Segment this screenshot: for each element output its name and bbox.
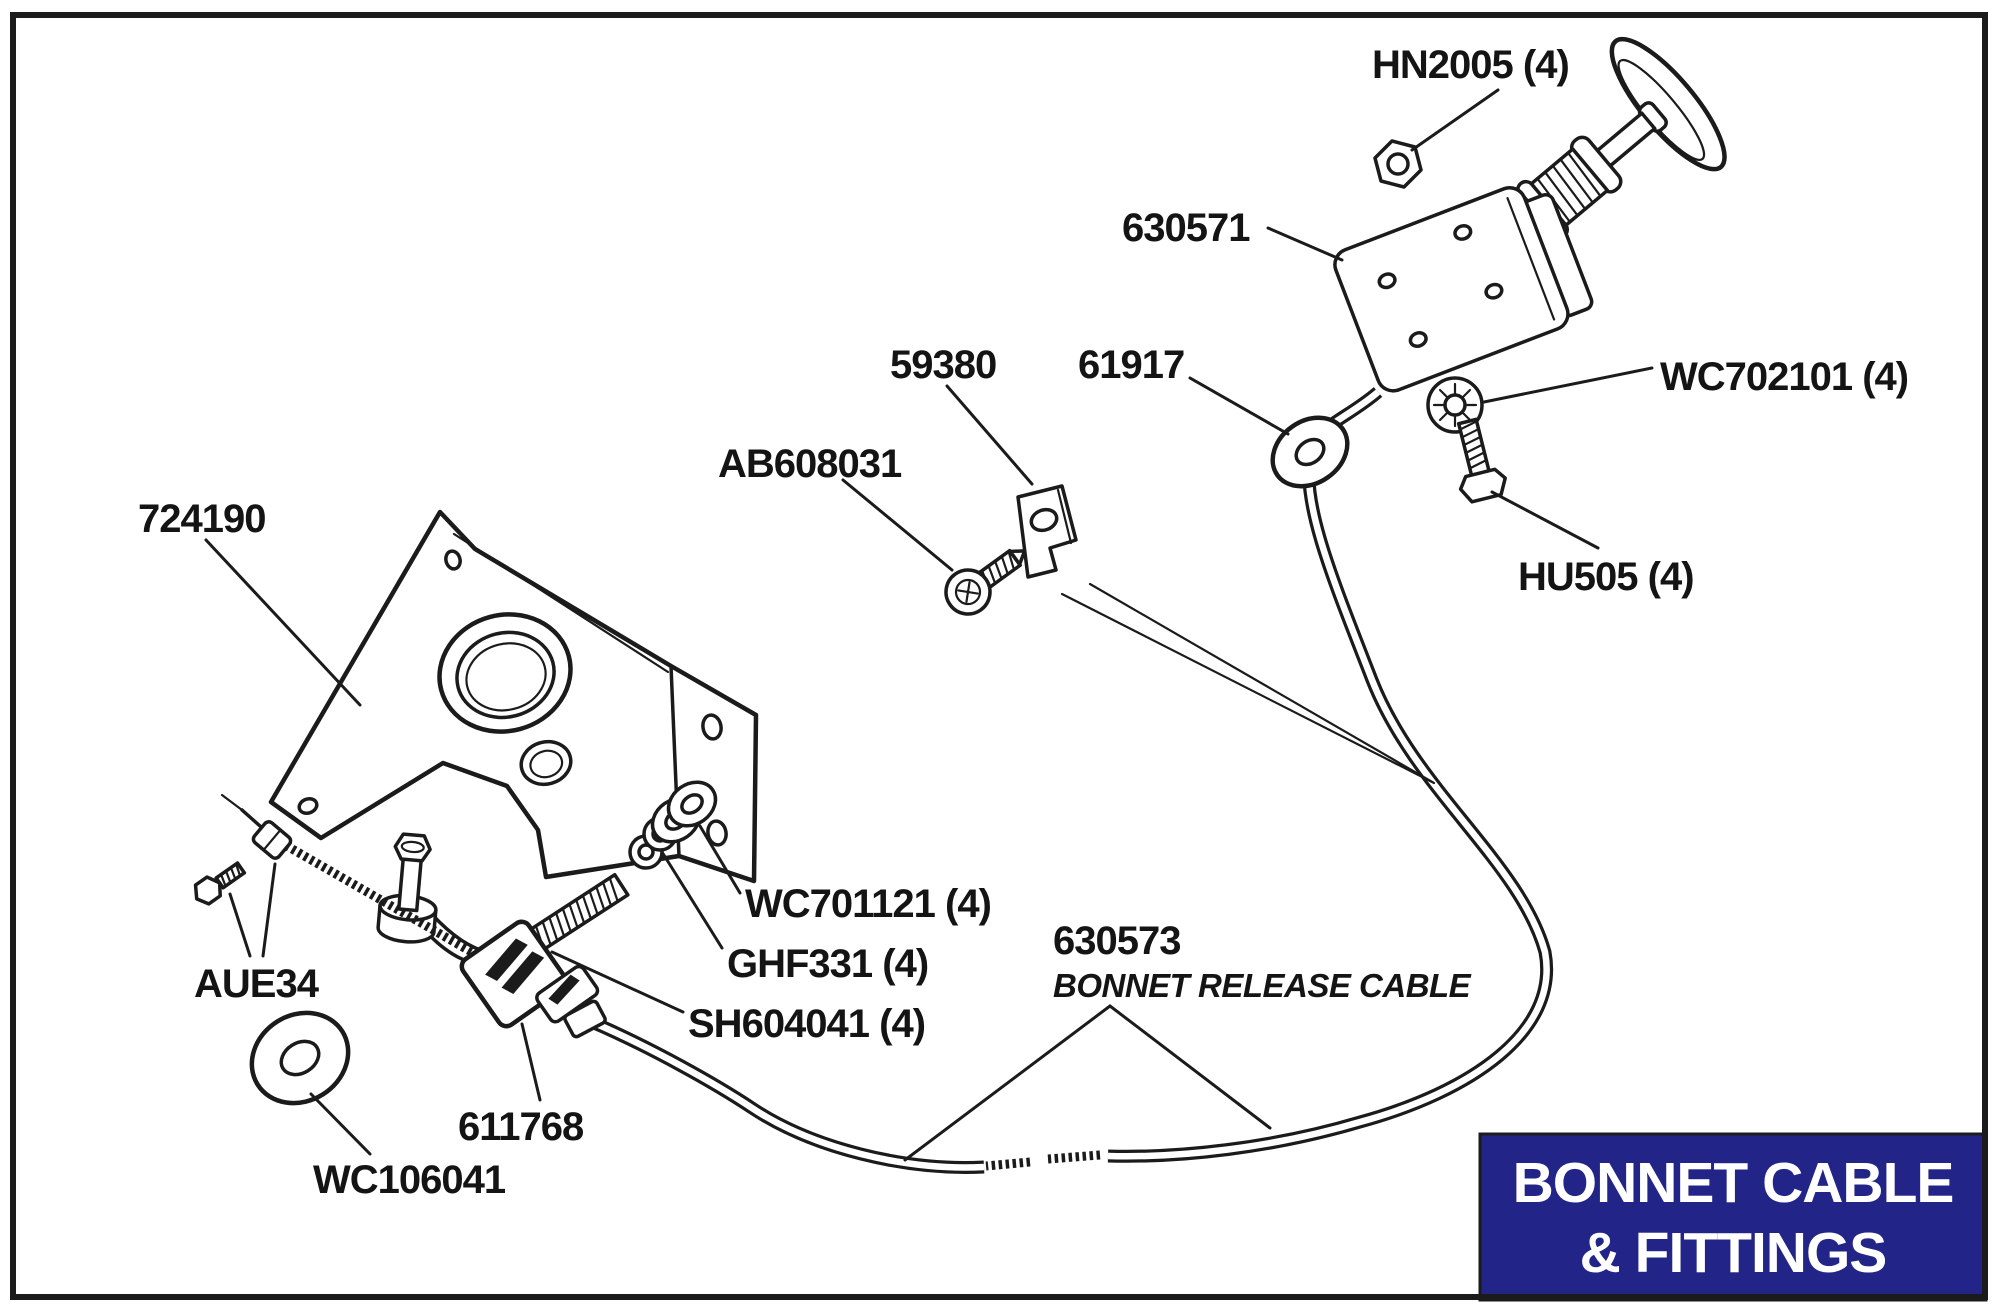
leader-wc701121 (698, 824, 742, 895)
part-clip-screw (944, 548, 1027, 616)
label-bracket-main: 724190 (138, 497, 265, 541)
leader-cable-left (903, 1004, 1112, 1162)
leader-hu505 (1490, 490, 1600, 550)
leader-aue34-ferrule (261, 862, 277, 958)
part-latch-bracket (268, 509, 759, 884)
part-release-cable-lower (589, 1016, 985, 1174)
label-ghf331: GHF331 (4) (727, 942, 928, 986)
part-mount-plate (1333, 185, 1594, 393)
part-cable-clip (1016, 484, 1078, 579)
part-ferrule-bolt (193, 861, 247, 906)
clip-position-pointer (1060, 582, 1436, 785)
part-release-cable-main (1107, 387, 1554, 1163)
leader-bracket-upper (1266, 226, 1344, 262)
diagram-border-frame (10, 12, 1988, 1300)
title-block: BONNET CABLE & FITTINGS (1478, 1132, 1988, 1302)
inner-cable-start (240, 808, 262, 828)
label-trunnion: 611768 (458, 1105, 584, 1149)
part-cable-trunnion (459, 919, 600, 1029)
leader-ab608031 (841, 478, 954, 572)
label-sh604041: SH604041 (4) (688, 1002, 925, 1046)
label-aue34: AUE34 (194, 962, 320, 1006)
label-wc106041: WC106041 (313, 1158, 506, 1202)
label-cable: 630573 (1053, 919, 1180, 963)
title-line-2: & FITTINGS (1580, 1221, 1887, 1285)
latch-small-hole (519, 739, 573, 787)
label-grommet: 61917 (1078, 343, 1184, 387)
leader-sh604041 (550, 950, 685, 1014)
label-ab608031: AB608031 (718, 442, 902, 486)
leader-bracket-main (204, 538, 362, 707)
label-hn2005: HN2005 (4) (1372, 43, 1569, 87)
part-flat-washers (650, 780, 718, 844)
star-teeth (1432, 382, 1478, 428)
leader-clip (945, 384, 1034, 486)
label-wc702101: WC702101 (4) (1660, 355, 1908, 399)
leader-wc106041 (309, 1092, 372, 1156)
part-star-washer (1426, 376, 1484, 434)
thread-lines (220, 863, 241, 888)
label-clip: 59380 (890, 343, 996, 387)
thread-lines (1459, 420, 1488, 470)
part-plain-washer (249, 1010, 351, 1106)
latch-boss (437, 612, 573, 734)
cable-break-wound-ends (985, 1150, 1101, 1171)
title-line-1: BONNET CABLE (1513, 1151, 1954, 1215)
inner-cable-tip (220, 793, 244, 812)
part-ferrule (251, 820, 293, 860)
label-cable-subtitle: BONNET RELEASE CABLE (1053, 967, 1472, 1004)
leader-cable-right (1108, 1004, 1272, 1130)
leader-trunnion (520, 1022, 542, 1102)
leader-wc702101 (1482, 366, 1654, 404)
title-block-background (1478, 1132, 1988, 1302)
part-grommet (1270, 415, 1350, 489)
label-hu505: HU505 (4) (1518, 555, 1694, 599)
label-wc701121: WC701121 (4) (745, 882, 991, 926)
label-bracket-upper: 630571 (1122, 206, 1250, 250)
leader-ghf331 (660, 850, 724, 950)
leader-aue34-bolt (228, 892, 252, 958)
leader-grommet (1188, 376, 1290, 436)
leader-hn2005 (1410, 88, 1500, 152)
